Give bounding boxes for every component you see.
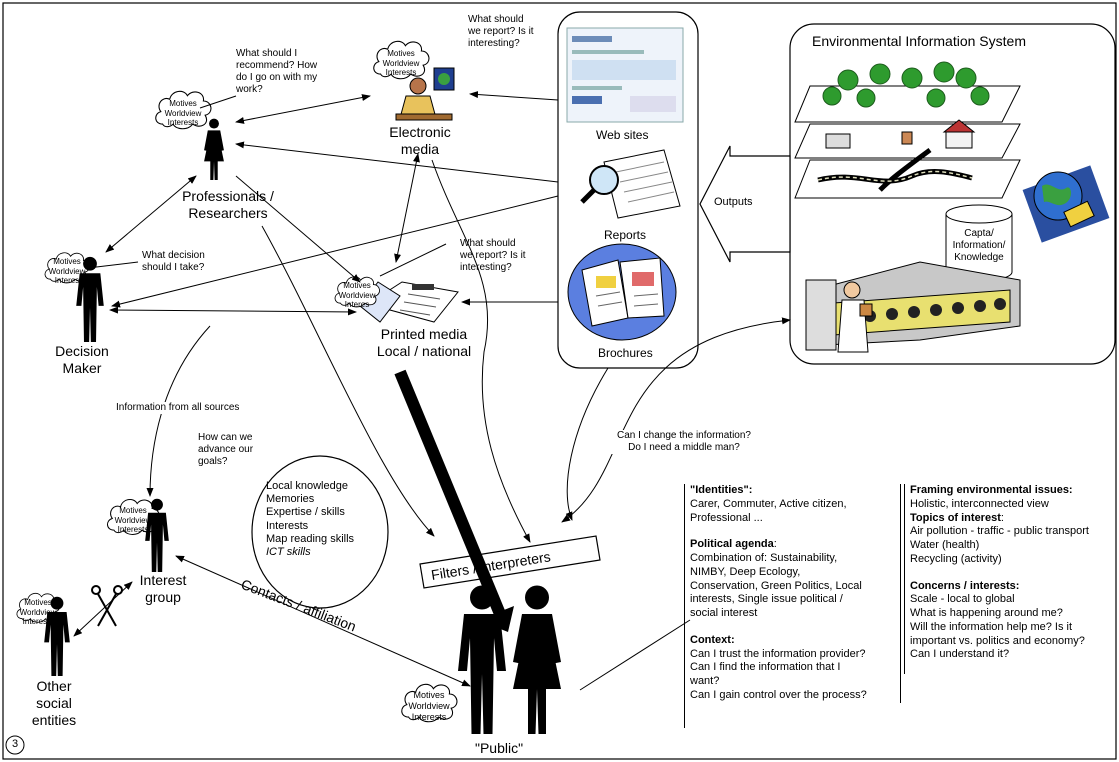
professionals-label: Professionals /Researchers (182, 188, 274, 221)
electronic-media-illustration (395, 67, 455, 121)
outputs-label: Outputs (714, 196, 753, 208)
newspaper-illustration (359, 281, 459, 323)
page-number-circle (5, 735, 25, 755)
identities-bracket (684, 484, 691, 728)
capta-label: Capta/ Information/ Knowledge (952, 228, 1006, 263)
framing-block: Framing environmental issues: Holistic, … (910, 484, 1089, 661)
knowledge-list: Local knowledge Memories Expertise / ski… (266, 480, 355, 558)
web-sites-label: Web sites (596, 128, 649, 142)
public-woman-figure (513, 585, 561, 734)
website-screenshot (566, 27, 684, 123)
mass-media-thick-arrow (394, 369, 514, 632)
gis-layers-illustration (794, 61, 1021, 199)
globe-illustration (1022, 165, 1110, 243)
page-number: 3 (11, 738, 19, 750)
brochures-label: Brochures (598, 346, 653, 360)
connection-arrows (73, 91, 791, 691)
identities-block: "Identities": Carer, Commuter, Active ci… (690, 484, 901, 703)
report-illustration (580, 149, 681, 219)
computer-lab-illustration (805, 261, 1021, 353)
public-label: "Public" (475, 740, 524, 756)
info-all-sources-label: Information from all sources (116, 402, 240, 414)
scissors-icon (91, 585, 123, 627)
framing-bracket (904, 484, 911, 674)
reports-label: Reports (604, 228, 647, 242)
eis-title: Environmental Information System (812, 33, 1026, 49)
outputs-arrow (699, 145, 791, 263)
brochure-illustration (567, 243, 677, 341)
professional-figure (204, 118, 224, 180)
question-change-info: Can I change the information?Do I need a… (596, 430, 772, 454)
